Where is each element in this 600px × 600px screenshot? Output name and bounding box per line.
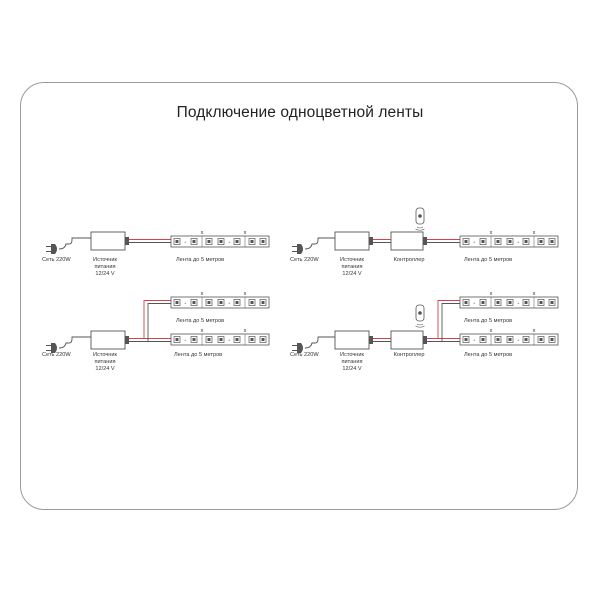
psu-label-line3: 12/24 V [95,366,115,372]
strip-label-lower: Лента до 5 метров [174,352,222,358]
page-title: Подключение одноцветной ленты [176,104,424,121]
controller-box [390,330,424,350]
plug-icon [291,243,304,255]
mains-label: Сеть 220W [42,257,71,263]
psu-label-line2: питания [94,264,115,270]
diagram-dual-strip-controller [291,290,559,354]
strip-label: Лента до 5 метров [176,257,224,263]
diagram-single-strip-controller [291,207,559,255]
psu-label-line3: 12/24 V [342,366,362,372]
led-strip-lower [459,327,559,346]
diagram-card [20,82,578,510]
power-supply [90,330,126,350]
psu-label-line3: 12/24 V [95,271,115,277]
led-strip [459,229,559,248]
strip-label-upper: Лента до 5 метров [464,318,512,324]
power-supply [334,231,370,251]
psu-label-line3: 12/24 V [342,271,362,277]
mains-label: Сеть 220W [42,352,71,358]
led-strip-upper [459,290,559,309]
power-supply [334,330,370,350]
psu-label-line1: Источник [340,257,364,263]
diagram-single-strip-direct [45,229,270,255]
led-strip-lower [170,327,270,346]
controller-label: Контроллер [394,352,425,358]
controller-box [390,231,424,251]
strip-label-upper: Лента до 5 метров [176,318,224,324]
led-strip-upper [170,290,270,309]
controller-label: Контроллер [394,257,425,263]
led-strip [170,229,270,248]
plug-icon [45,243,58,255]
remote-icon [415,304,425,328]
diagram-dual-strip-direct [45,290,270,354]
psu-label-line2: питания [94,359,115,365]
psu-label-line1: Источник [93,257,117,263]
mains-label: Сеть 220W [290,257,319,263]
psu-label-line2: питания [341,359,362,365]
mains-label: Сеть 220W [290,352,319,358]
power-supply [90,231,126,251]
psu-label-line1: Источник [340,352,364,358]
strip-label-lower: Лента до 5 метров [464,352,512,358]
strip-label: Лента до 5 метров [464,257,512,263]
psu-label-line1: Источник [93,352,117,358]
remote-icon [415,207,425,231]
psu-label-line2: питания [341,264,362,270]
